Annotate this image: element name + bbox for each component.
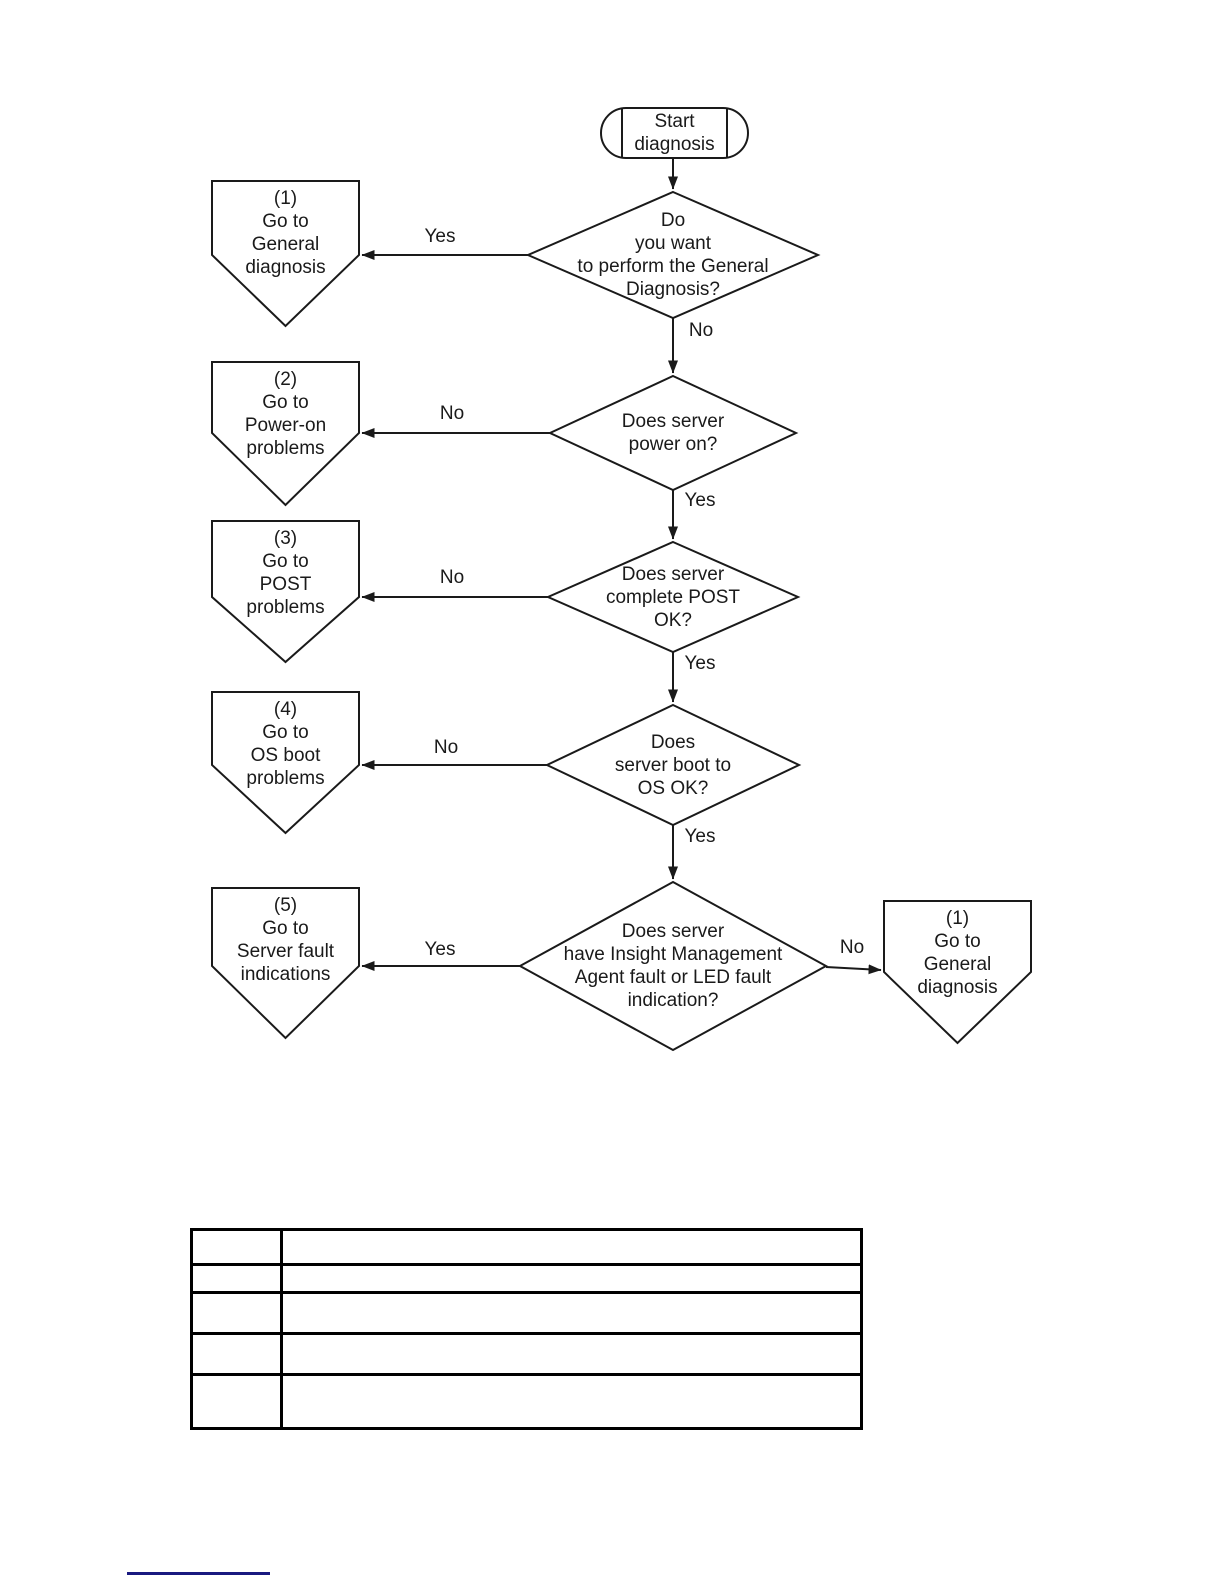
table-cell (190, 1291, 283, 1335)
start-terminator-label: Start diagnosis (634, 111, 715, 155)
edge-label-decision3-no: No (439, 567, 465, 588)
decision-server-power-on-label: Does server power on? (621, 411, 725, 455)
table-cell (280, 1373, 863, 1430)
table-cell (280, 1263, 863, 1294)
legend-table (190, 1228, 863, 1430)
footer-link-underline[interactable] (127, 1572, 270, 1575)
connector-general-diagnosis-2-label: (1) Go to General diagnosis (917, 908, 998, 998)
connector-general-diagnosis-1 (211, 180, 360, 328)
decision-general-diagnosis-label: Do you want to perform the General Diagn… (577, 210, 769, 300)
connector-post-problems-label: (3) Go to POST problems (246, 528, 325, 618)
arrow-decision5-no (825, 964, 882, 975)
table-cell (190, 1373, 283, 1430)
edge-label-decision4-yes: Yes (684, 826, 716, 847)
connector-general-diagnosis-2 (883, 900, 1032, 1045)
table-cell (280, 1228, 863, 1266)
connector-os-boot-problems-label: (4) Go to OS boot problems (246, 699, 325, 789)
decision-fault-indication-label: Does server have Insight Management Agen… (563, 921, 783, 1011)
edge-label-decision2-yes: Yes (684, 490, 716, 511)
edge-label-decision4-no: No (433, 737, 459, 758)
table-cell (190, 1263, 283, 1294)
connector-post-problems (211, 520, 360, 664)
decision-fault-indication (517, 880, 829, 1052)
table-cell (190, 1228, 283, 1266)
decision-post-complete-label: Does server complete POST OK? (605, 563, 741, 631)
connector-server-fault-indications (211, 887, 360, 1040)
edge-label-decision5-no: No (839, 937, 865, 958)
edge-label-decision3-yes: Yes (684, 653, 716, 674)
connector-power-on-problems (211, 361, 360, 507)
table-cell (190, 1332, 283, 1376)
table-cell (280, 1332, 863, 1376)
connector-power-on-problems-label: (2) Go to Power-on problems (244, 369, 327, 459)
edge-label-decision2-no: No (439, 403, 465, 424)
edge-label-decision1-no: No (688, 320, 714, 341)
edge-label-decision1-yes: Yes (424, 226, 456, 247)
edge-label-decision5-yes: Yes (424, 939, 456, 960)
decision-os-boot-label: Does server boot to OS OK? (614, 731, 732, 799)
connector-os-boot-problems (211, 691, 360, 835)
table-cell (280, 1291, 863, 1335)
start-terminator-shape (600, 107, 749, 159)
connector-server-fault-indications-label: (5) Go to Server fault indications (236, 895, 335, 985)
connector-general-diagnosis-1-label: (1) Go to General diagnosis (245, 188, 326, 278)
